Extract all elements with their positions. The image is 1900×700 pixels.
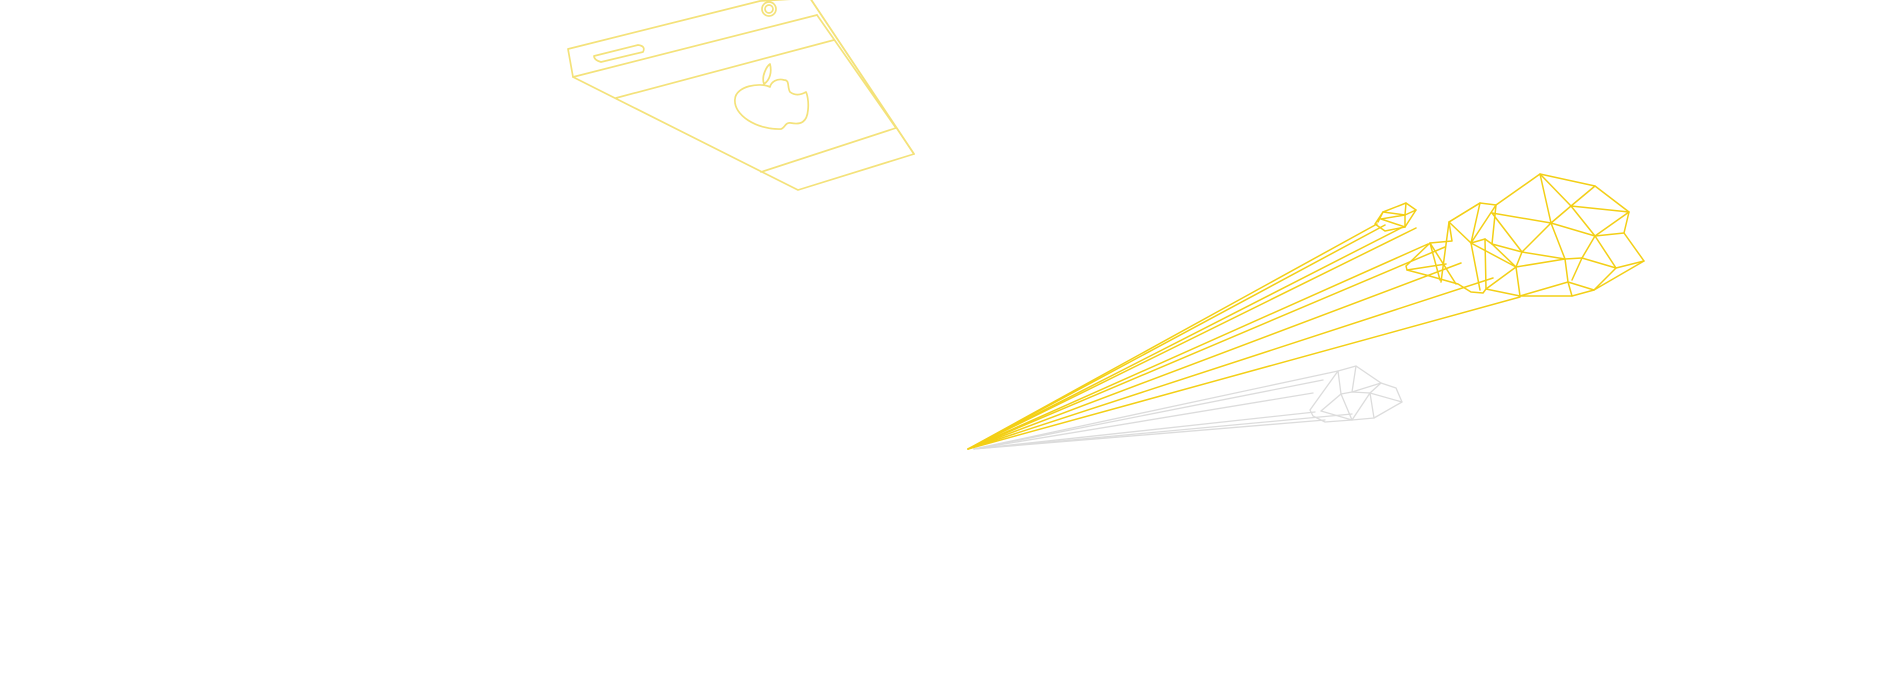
gray-wireframe-shape — [973, 365, 1403, 450]
laptop-outline-icon — [567, 0, 915, 191]
yellow-wireframe-shape — [967, 173, 1645, 450]
apple-logo-icon — [734, 63, 810, 130]
